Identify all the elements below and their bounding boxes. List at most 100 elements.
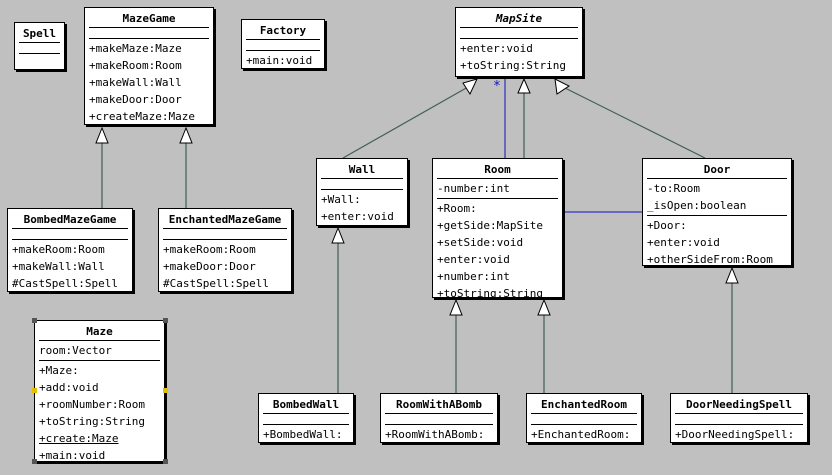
member-row: +makeWall:Wall [89, 76, 182, 89]
member-row: -to:Room [647, 182, 700, 195]
operations-section: +EnchantedRoom: [531, 425, 637, 444]
operations-section: +DoorNeedingSpell: [675, 425, 803, 444]
class-spell[interactable]: Spell [14, 22, 65, 70]
class-name: EnchantedRoom [531, 396, 637, 414]
attributes-section [321, 179, 403, 190]
operations-section: +Maze:+add:void+roomNumber:Room+toString… [39, 361, 160, 465]
edge-door-mapsite [562, 86, 706, 159]
attributes-section [246, 40, 320, 51]
member-row: +getSide:MapSite [437, 219, 543, 232]
class-name: Maze [39, 323, 160, 341]
member-row: #CastSpell:Spell [12, 277, 118, 290]
attributes-section: room:Vector [39, 341, 160, 361]
class-name: RoomWithABomb [385, 396, 493, 414]
class-name: BombedMazeGame [12, 211, 128, 229]
class-room[interactable]: Room -number:int +Room:+getSide:MapSite+… [432, 158, 563, 300]
member-row: +enter:void [647, 236, 720, 249]
member-row: +setSide:void [437, 236, 524, 249]
member-row: +makeRoom:Room [163, 243, 256, 256]
member-row: +Door: [647, 219, 687, 232]
attributes-section [89, 28, 209, 39]
class-name: Room [437, 161, 558, 179]
member-row: +BombedWall: [263, 428, 343, 441]
member-row: +makeMaze:Maze [89, 42, 182, 55]
selection-handle-bl[interactable] [32, 459, 37, 464]
class-name: EnchantedMazeGame [163, 211, 287, 229]
class-enchantedroom[interactable]: EnchantedRoom +EnchantedRoom: [526, 393, 642, 443]
member-row: +otherSideFrom:Room [647, 253, 773, 266]
class-name: Factory [246, 22, 320, 40]
member-row: _isOpen:boolean [647, 199, 747, 212]
member-row: -number:int [437, 182, 510, 195]
arrowhead-mazegame-right [179, 126, 193, 144]
selection-handle-ml[interactable] [32, 388, 37, 393]
operations-section: +main:void [246, 51, 320, 70]
arrowhead-wall [331, 226, 345, 244]
member-row: +DoorNeedingSpell: [675, 428, 795, 441]
selection-handle-mr[interactable] [163, 388, 168, 393]
class-roomwithabomb[interactable]: RoomWithABomb +RoomWithABomb: [380, 393, 498, 443]
class-name: MapSite [460, 10, 578, 28]
member-row: +main:void [246, 54, 313, 67]
attributes-section [460, 28, 578, 39]
member-row: +enter:void [437, 253, 510, 266]
arrowhead-mapsite-room [517, 77, 531, 94]
member-row: +main:void [39, 449, 106, 462]
attributes-section [531, 414, 637, 425]
operations-section: +Room: +getSide:MapSite +setSide:void +ente… [437, 199, 558, 303]
arrowhead-mapsite-wall [462, 78, 478, 96]
member-row: +makeRoom:Room [12, 243, 105, 256]
member-row: +RoomWithABomb: [385, 428, 485, 441]
class-doorneedingspell[interactable]: DoorNeedingSpell +DoorNeedingSpell: [670, 393, 808, 443]
member-row: +toString:String [39, 415, 145, 428]
member-row: +makeWall:Wall [12, 260, 105, 273]
class-name: DoorNeedingSpell [675, 396, 803, 414]
member-row: +EnchantedRoom: [531, 428, 631, 441]
operations-section: +BombedWall: [263, 425, 349, 444]
class-name: MazeGame [89, 10, 209, 28]
operations-section: +makeRoom:Room +makeWall:Wall #CastSpell:S… [12, 240, 128, 293]
class-maze[interactable]: Maze room:Vector +Maze:+add:void+roomNum… [34, 320, 165, 462]
attributes-section [385, 414, 493, 425]
class-mazegame[interactable]: MazeGame +makeMaze:Maze +makeRoom:Room +ma… [84, 7, 214, 125]
attributes-section [163, 229, 287, 240]
member-row: +enter:void [321, 210, 394, 223]
operations-section: +makeRoom:Room+makeDoor:Door#CastSpell:S… [163, 240, 287, 293]
member-row: +makeDoor:Door [89, 93, 182, 106]
attributes-section [263, 414, 349, 425]
member-row: +makeRoom:Room [89, 59, 182, 72]
arrowhead-mapsite-door [554, 78, 570, 95]
class-mapsite[interactable]: MapSite +enter:void +toString:String [455, 7, 583, 77]
class-name: Spell [19, 25, 60, 43]
member-row: +makeDoor:Door [163, 260, 256, 273]
attributes-section [19, 43, 60, 54]
class-name: Wall [321, 161, 403, 179]
class-name: BombedWall [263, 396, 349, 414]
member-row: +toString:String [460, 59, 566, 72]
operations-section: +Wall: +enter:void [321, 190, 403, 226]
class-factory[interactable]: Factory +main:void [241, 19, 325, 69]
selection-handle-tr[interactable] [163, 318, 168, 323]
selection-handle-tl[interactable] [32, 318, 37, 323]
member-row: +Maze: [39, 364, 79, 377]
class-enchantedmazegame[interactable]: EnchantedMazeGame +makeRoom:Room +makeDoo… [158, 208, 292, 292]
member-row: +Room: [437, 202, 477, 215]
class-bombedmazegame[interactable]: BombedMazeGame +makeRoom:Room +makeWall:W… [7, 208, 133, 292]
member-row: +Wall: [321, 193, 361, 206]
member-row: room:Vector [39, 344, 112, 357]
arrowhead-door [725, 266, 739, 284]
class-bombedwall[interactable]: BombedWall +BombedWall: [258, 393, 354, 443]
class-door[interactable]: Door -to:Room_isOpen:boolean +Door:+ente… [642, 158, 792, 266]
operations-section: +RoomWithABomb: [385, 425, 493, 444]
attributes-section: -to:Room _isOpen:boolean [647, 179, 787, 216]
attributes-section [675, 414, 803, 425]
arrowhead-mazegame-left [95, 126, 109, 144]
member-row: +number:int [437, 270, 510, 283]
selection-handle-br[interactable] [163, 459, 168, 464]
multiplicity-star: * [493, 79, 501, 94]
attributes-section: -number:int [437, 179, 558, 199]
member-row: +enter:void [460, 42, 533, 55]
operations-section [19, 54, 60, 64]
class-wall[interactable]: Wall +Wall: +enter:void [316, 158, 408, 226]
